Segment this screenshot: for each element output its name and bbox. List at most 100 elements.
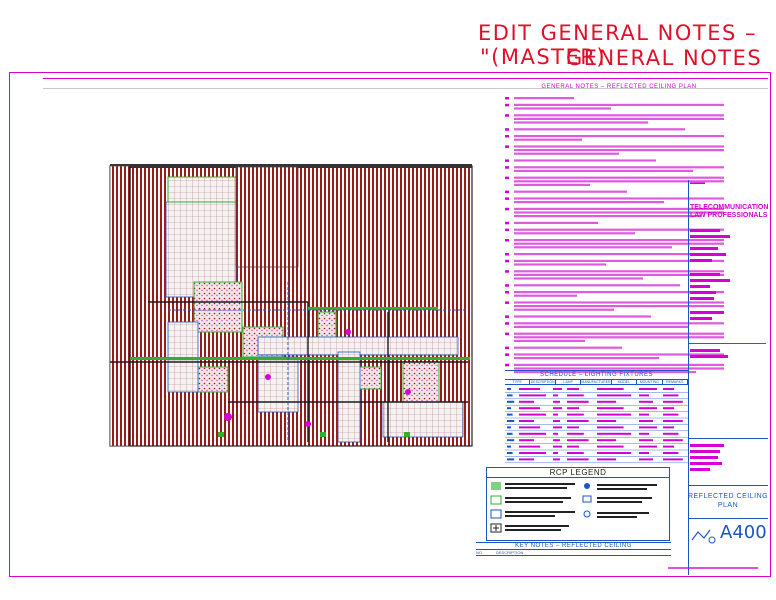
schedule-cell: [507, 445, 511, 448]
schedule-cell: [519, 426, 540, 429]
note-number: [505, 97, 509, 100]
schedule-cell: [567, 445, 579, 448]
schedule-cell: [663, 432, 679, 435]
note-number: [505, 239, 509, 242]
note-text-line: [514, 263, 606, 266]
schedule-cell: [507, 400, 515, 403]
schedule-cell: [507, 452, 513, 454]
schedule-cell: [663, 445, 674, 448]
note-text-line: [514, 371, 696, 374]
firm-name-line2: LAW PROFESSIONALS: [690, 212, 768, 219]
schedule-cell: [639, 420, 653, 422]
general-notes-title: GENERAL NOTES – REFLECTED CEILING PLAN: [541, 84, 697, 90]
title-block-details: [688, 229, 766, 358]
note-text-line: [514, 284, 680, 287]
note-text-line: [514, 135, 724, 138]
schedule-cell: [507, 388, 511, 390]
note-number: [505, 315, 509, 318]
note-text-line: [514, 121, 648, 124]
note-text-line: [514, 294, 577, 297]
note-text-line: [514, 259, 724, 262]
sheet-rule-grey: [43, 88, 768, 89]
note-text-line: [514, 117, 724, 120]
schedule-cell: [519, 432, 546, 435]
schedule-cell: [553, 426, 562, 429]
note-text-line: [514, 325, 688, 328]
note-text-line: [514, 346, 622, 349]
note-number: [505, 353, 509, 356]
note-text-line: [514, 107, 611, 110]
page-title-line2a: "(MASTER): [480, 45, 607, 69]
schedule-cell: [519, 400, 534, 403]
note-text-line: [514, 322, 724, 325]
title-block-divider: [688, 438, 768, 439]
schedule-cell: [597, 420, 616, 422]
note-text-line: [514, 149, 724, 152]
rcp-legend: RCP LEGEND: [486, 467, 670, 541]
schedule-cell: [639, 432, 649, 435]
schedule-cell: [597, 458, 616, 461]
title-block-divider-2: [688, 485, 768, 486]
note-text-line: [514, 301, 724, 304]
note-text-line: [514, 336, 724, 339]
schedule-cell: [519, 452, 546, 454]
key-notes-col-no: NO.: [476, 550, 484, 555]
note-number: [505, 291, 509, 294]
note-number: [505, 284, 509, 287]
reflected-ceiling-plan-drawing[interactable]: [108, 162, 478, 450]
note-text-line: [514, 207, 724, 210]
schedule-column-header: REMARKS: [663, 380, 688, 384]
title-block-divider-3: [688, 518, 768, 519]
note-text-line: [514, 166, 724, 169]
note-number: [505, 301, 509, 304]
note-number: [505, 322, 509, 325]
note-number: [505, 103, 509, 107]
schedule-cell: [663, 452, 679, 454]
note-text-line: [514, 183, 590, 186]
schedule-cell: [567, 413, 584, 416]
schedule-cell: [567, 420, 589, 422]
firm-name-line1: TELECOMMUNICATION: [690, 204, 769, 211]
schedule-cell: [639, 394, 649, 397]
schedule-cell: [597, 445, 624, 448]
page-title-line2b: GENERAL NOTES: [566, 46, 763, 70]
note-text-line: [514, 291, 724, 294]
schedule-cell: [507, 394, 513, 397]
note-text-line: [514, 308, 614, 311]
schedule-cell: [567, 458, 589, 461]
note-text-line: [514, 190, 627, 193]
note-text-line: [514, 197, 724, 200]
schedule-cell: [519, 388, 540, 390]
schedule-cell: [639, 413, 649, 416]
schedule-cell: [507, 432, 513, 435]
schedule-cell: [553, 394, 558, 397]
title-block-left-rule: [688, 180, 689, 575]
note-text-line: [514, 246, 672, 249]
schedule-cell: [507, 407, 511, 410]
note-number: [505, 190, 509, 194]
schedule-cell: [507, 458, 515, 461]
note-text-line: [514, 315, 651, 318]
schedule-cell: [597, 439, 616, 442]
note-text-line: [514, 277, 643, 280]
schedule-cell: [639, 400, 653, 403]
schedule-cell: [553, 413, 558, 416]
note-number: [505, 270, 509, 273]
note-text-line: [514, 145, 724, 148]
general-notes-panel: GENERAL NOTES – REFLECTED CEILING PLAN: [505, 84, 733, 383]
note-text-line: [514, 114, 724, 117]
schedule-cell: [567, 426, 579, 429]
schedule-column-header: MANUFACTURER: [581, 380, 612, 384]
note-text-line: [514, 305, 724, 308]
note-text-line: [514, 239, 724, 242]
schedule-column-header: MOUNTING: [637, 380, 663, 384]
schedule-cell: [553, 388, 562, 390]
schedule-column-header: MODEL: [612, 380, 638, 384]
note-text-line: [514, 138, 582, 141]
note-text-line: [514, 211, 724, 214]
schedule-cell: [519, 439, 534, 442]
note-number: [505, 253, 509, 256]
note-number: [505, 332, 509, 336]
